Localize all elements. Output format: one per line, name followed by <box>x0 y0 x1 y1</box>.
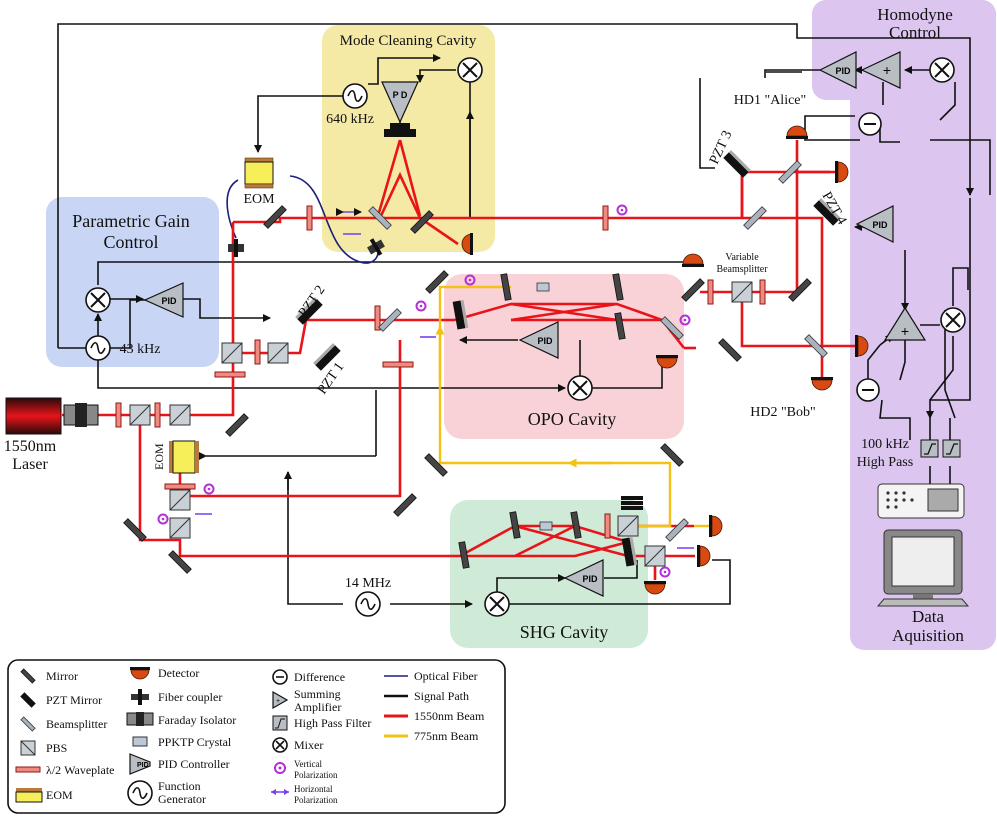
eom-top-label: EOM <box>243 192 275 207</box>
polarization-markers <box>157 204 694 578</box>
legend-pbs: PBS <box>46 741 67 755</box>
beams-1550nm <box>62 139 855 580</box>
pzt-mirrors <box>295 123 841 567</box>
hd2-label: HD2 "Bob" <box>750 405 816 420</box>
mode-cleaning-title: Mode Cleaning Cavity <box>340 33 477 49</box>
mixer-hd1 <box>929 57 955 83</box>
laser-source: 1550nm Laser <box>4 397 62 473</box>
legend-optical-fiber: Optical Fiber <box>414 669 478 683</box>
parametric-title-1: Parametric Gain <box>72 211 189 231</box>
difference-hd1 <box>858 112 882 136</box>
homodyne-title-1: Homodyne <box>877 5 953 24</box>
parametric-title-2: Control <box>103 232 158 252</box>
legend-high-pass: High Pass Filter <box>294 716 371 730</box>
function-generator-640khz <box>342 83 368 109</box>
legend-mixer: Mixer <box>294 738 323 752</box>
freq-43-label: 43 kHz <box>120 342 161 357</box>
legend-waveplate: λ/2 Waveplate <box>46 763 115 777</box>
legend-vertical-1: Vertical <box>294 759 322 769</box>
legend-pid: PID Controller <box>158 757 230 771</box>
vbs-label-1: Variable <box>725 252 759 263</box>
computer-monitor <box>876 529 970 607</box>
legend-775-beam: 775nm Beam <box>414 729 479 743</box>
freq-14-label: 14 MHz <box>345 576 391 591</box>
legend-mirror: Mirror <box>46 669 78 683</box>
homodyne-title-2: Control <box>889 23 941 42</box>
svg-text:PID: PID <box>537 336 553 346</box>
opo-cavity-region: OPO Cavity <box>444 274 684 439</box>
shg-title: SHG Cavity <box>520 622 609 642</box>
svg-text:PID: PID <box>582 574 598 584</box>
summing-amplifiers: + + <box>860 51 927 341</box>
fiber-couplers <box>228 238 385 257</box>
legend-horizontal-1: Horizontal <box>294 784 333 794</box>
ppktp-crystals <box>536 282 553 531</box>
svg-text:+: + <box>883 62 891 78</box>
signal-paths <box>57 23 991 608</box>
mixer-mode-cleaning <box>457 57 483 83</box>
svg-text:PID: PID <box>161 296 177 306</box>
faraday-isolator <box>63 403 99 427</box>
legend: Mirror PZT Mirror Beamsplitter PBS λ/2 W… <box>7 659 506 814</box>
data-acquisition-title-2: Aquisition <box>892 626 964 645</box>
svg-text:+: + <box>901 323 909 339</box>
difference-hd2 <box>856 378 880 402</box>
vbs-label-2: Beamsplitter <box>716 264 768 275</box>
svg-text:P D: P D <box>393 90 408 100</box>
beams-775nm <box>435 285 710 528</box>
legend-vertical-2: Polarization <box>294 770 338 780</box>
legend-1550-beam: 1550nm Beam <box>414 709 485 723</box>
mode-cleaning-cavity-region: Mode Cleaning Cavity <box>322 25 495 252</box>
svg-text:PID: PID <box>835 66 851 76</box>
legend-function-1: Function <box>158 779 201 793</box>
legend-signal-path: Signal Path <box>414 689 469 703</box>
function-generator-14mhz <box>355 591 381 617</box>
high-pass-filters <box>920 439 961 458</box>
function-generator-43khz <box>85 335 111 361</box>
detectors <box>461 125 869 595</box>
eom-side-label: EOM <box>152 443 166 470</box>
legend-summing-1: Summing <box>294 687 341 701</box>
pid-controllers: P D PID PID PID PID PID <box>143 51 894 597</box>
eom-side: EOM <box>152 440 199 474</box>
svg-text:PID: PID <box>137 762 149 769</box>
legend-summing-2: Amplifier <box>294 700 341 714</box>
legend-ppktp: PPKTP Crystal <box>158 735 232 749</box>
legend-detector: Detector <box>158 666 199 680</box>
hd1-label: HD1 "Alice" <box>734 93 806 108</box>
mixer-opo <box>567 375 593 401</box>
legend-pzt-mirror: PZT Mirror <box>46 693 102 707</box>
mixer-shg <box>484 591 510 617</box>
legend-beamsplitter: Beamsplitter <box>46 717 107 731</box>
legend-faraday-isolator: Faraday Isolator <box>158 713 236 727</box>
legend-horizontal-2: Polarization <box>294 795 338 805</box>
mixer-parametric <box>85 287 111 313</box>
pbs-cubes <box>129 281 753 567</box>
eom-top: EOM <box>243 157 275 207</box>
data-acquisition-title-1: Data <box>912 607 945 626</box>
legend-difference: Difference <box>294 670 345 684</box>
parametric-gain-region: Parametric Gain Control <box>46 197 219 367</box>
legend-function-2: Generator <box>158 792 206 806</box>
legend-eom: EOM <box>46 788 73 802</box>
freq-640-label: 640 kHz <box>326 112 374 127</box>
hp-label-2: High Pass <box>857 455 913 470</box>
hp-label-1: 100 kHz <box>861 437 909 452</box>
mirrors <box>123 205 812 574</box>
svg-text:+: + <box>276 698 280 705</box>
legend-fiber-coupler: Fiber coupler <box>158 690 222 704</box>
opo-title: OPO Cavity <box>528 409 617 429</box>
waveplates <box>115 205 766 539</box>
svg-text:PID: PID <box>872 220 888 230</box>
laser-label-2: Laser <box>12 456 48 473</box>
laser-label-1: 1550nm <box>4 438 57 455</box>
data-acquisition-device <box>877 483 965 519</box>
beamsplitters <box>368 160 828 542</box>
mixer-hd2 <box>940 307 966 333</box>
